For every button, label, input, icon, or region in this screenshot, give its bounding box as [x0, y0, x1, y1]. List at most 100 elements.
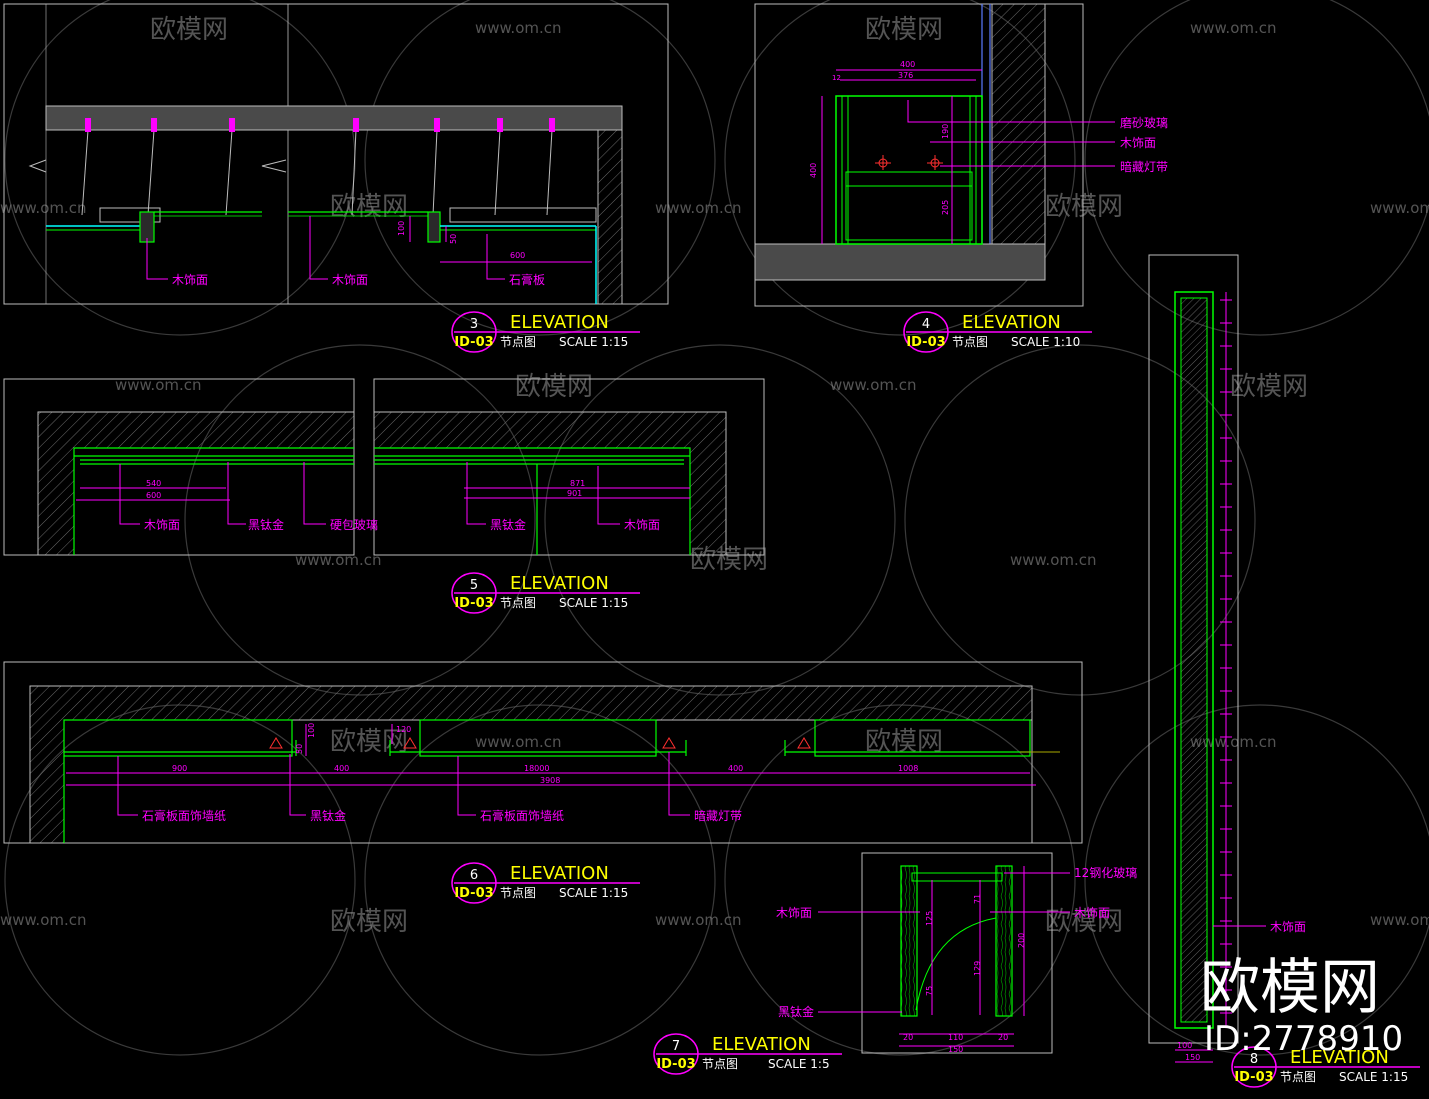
watermark-url: www.om.cn [1190, 19, 1277, 37]
detail-6-label-3: 石膏板面饰墙纸 [480, 808, 564, 823]
detail-4-drawing [754, 3, 1115, 307]
detail-6-label-2: 黑钛金 [310, 808, 346, 823]
detail-7-dim-2: 110 [948, 1033, 963, 1042]
watermark-url: www.om.cn [830, 376, 917, 394]
detail-7-label-1: 12钢化玻璃 [1074, 866, 1137, 880]
title-block-8: 8 ID-03 ELEVATION 节点图 SCALE 1:15 [1231, 1046, 1420, 1088]
detail-4-dim-3: 190 [941, 124, 950, 139]
title-3-scale: SCALE 1:15 [559, 335, 628, 349]
detail-8-dim-1: 150 [1185, 1053, 1200, 1062]
title-5-number: 5 [470, 578, 478, 593]
detail-4-wall [991, 3, 1046, 245]
title-7-scale: SCALE 1:5 [768, 1057, 830, 1071]
watermark-brand: 欧模网 [330, 907, 408, 937]
detail-7-dim-6: 75 [925, 986, 934, 996]
detail-5-label-5: 木饰面 [624, 518, 660, 532]
detail-7-dim-1: 20 [903, 1033, 913, 1042]
detail-7-label-2: 木饰面 [776, 906, 812, 920]
watermark-url: www.om.cn [1010, 551, 1097, 569]
brand-id: ID:2778910 [1204, 1019, 1403, 1059]
detail-3-frame [3, 3, 669, 305]
title-block-7: 7 ID-03 ELEVATION 节点图 SCALE 1:5 [653, 1033, 842, 1075]
watermark-arc [724, 0, 1076, 336]
detail-4-dim-2: 376 [898, 71, 913, 80]
detail-5-drawing [3, 378, 765, 556]
detail-7-drawing [818, 852, 1070, 1054]
detail-7-dim-9: 71 [973, 894, 982, 904]
watermark-url: www.om.cn [655, 199, 742, 217]
detail-3-dim-3: 600 [510, 251, 525, 260]
title-5-heading: ELEVATION [510, 573, 609, 594]
detail-4-dim-6: 12 [832, 74, 841, 82]
detail-7-dim-8: 200 [1017, 933, 1026, 948]
detail-7-dim-7: 129 [973, 961, 982, 976]
detail-3-label-3: 石膏板 [509, 272, 545, 287]
detail-8-drawing [1148, 254, 1266, 1063]
watermark-arc [904, 344, 1256, 696]
detail-5-annotations: 木饰面 黑钛金 硬包玻璃 黑钛金 木饰面 540 600 871 901 [144, 479, 660, 532]
detail-5-frame-left [3, 378, 355, 556]
title-block-3: 3 ID-03 ELEVATION 节点图 SCALE 1:15 [451, 311, 640, 353]
detail-7-label-3: 木饰面 [1074, 906, 1110, 920]
detail-6-drawing [3, 661, 1083, 844]
detail-4-annotations: 磨砂玻璃 木饰面 暗藏灯带 400 376 190 400 205 12 [809, 60, 1168, 215]
title-5-scale: SCALE 1:15 [559, 596, 628, 610]
watermark-brand: 欧模网 [1230, 372, 1308, 402]
watermark-url: www.om.cn [475, 733, 562, 751]
detail-6-dim-7: 120 [396, 725, 411, 734]
watermark-url: www.om.cn [115, 376, 202, 394]
title-4-number: 4 [922, 317, 930, 332]
watermark-brand: 欧模网 [1045, 192, 1123, 222]
detail-7-annotations: 12钢化玻璃 木饰面 木饰面 黑钛金 20 110 20 150 125 75 … [776, 866, 1137, 1054]
title-4-scale: SCALE 1:10 [1011, 335, 1080, 349]
watermark-logos: 欧模网欧模网欧模网欧模网欧模网欧模网欧模网欧模网欧模网欧模网欧模网www.om.… [0, 15, 1429, 937]
watermark-arc [724, 704, 1076, 1056]
title-block-4: 4 ID-03 ELEVATION 节点图 SCALE 1:10 [903, 311, 1092, 353]
wall-hatch [597, 129, 623, 305]
title-3-heading: ELEVATION [510, 312, 609, 333]
title-4-sub: 节点图 [952, 335, 988, 349]
watermark-url: www.om.cn [1370, 911, 1429, 929]
detail-5-label-3: 硬包玻璃 [330, 518, 378, 532]
title-7-heading: ELEVATION [712, 1034, 811, 1055]
detail-6-dim-2: 400 [334, 764, 349, 773]
detail-5-dim-2: 600 [146, 491, 161, 500]
title-7-number: 7 [672, 1039, 680, 1054]
watermark-url: www.om.cn [475, 19, 562, 37]
detail-6-dim-5: 1008 [898, 764, 918, 773]
detail-4-dim-5: 205 [941, 200, 950, 215]
title-8-sheet: ID-03 [1234, 1070, 1273, 1085]
detail-7-dim-4: 150 [948, 1045, 963, 1054]
detail-3-dim-2: 50 [449, 234, 458, 244]
detail-4-frame [754, 3, 1084, 307]
detail-4-dim-1: 400 [900, 60, 915, 69]
detail-8-dim-2: 100 [1177, 1041, 1192, 1050]
watermark-arc [1084, 704, 1429, 1056]
detail-7-dim-3: 20 [998, 1033, 1008, 1042]
title-4-heading: ELEVATION [962, 312, 1061, 333]
detail-6-dim-6: 3908 [540, 776, 560, 785]
watermark-url: www.om.cn [1370, 199, 1429, 217]
detail-3-dim-1: 100 [397, 221, 406, 236]
detail-6-dim-8: 100 [307, 723, 316, 738]
detail-4-dim-4: 400 [809, 163, 818, 178]
detail-5-dim-4: 901 [567, 489, 582, 498]
detail-5-label-2: 黑钛金 [248, 517, 284, 532]
title-block-5: 5 ID-03 ELEVATION 节点图 SCALE 1:15 [451, 572, 640, 614]
watermark-url: www.om.cn [1190, 733, 1277, 751]
watermark-brand: 欧模网 [865, 15, 943, 45]
detail-5-frame-right [373, 378, 765, 556]
watermark-brand: 欧模网 [330, 192, 408, 222]
detail-4-label-2: 木饰面 [1120, 136, 1156, 150]
title-3-sheet: ID-03 [454, 335, 493, 350]
watermark-url: www.om.cn [655, 911, 742, 929]
watermark-brand: 欧模网 [150, 15, 228, 45]
detail-6-dim-3: 18000 [524, 764, 549, 773]
detail-6-frame [3, 661, 1083, 844]
title-8-number: 8 [1250, 1052, 1258, 1067]
detail-7-label-4: 黑钛金 [778, 1004, 814, 1019]
title-4-sheet: ID-03 [906, 335, 945, 350]
title-6-sub: 节点图 [500, 886, 536, 900]
detail-3-annotations: 木饰面 木饰面 石膏板 100 50 600 [172, 221, 545, 287]
